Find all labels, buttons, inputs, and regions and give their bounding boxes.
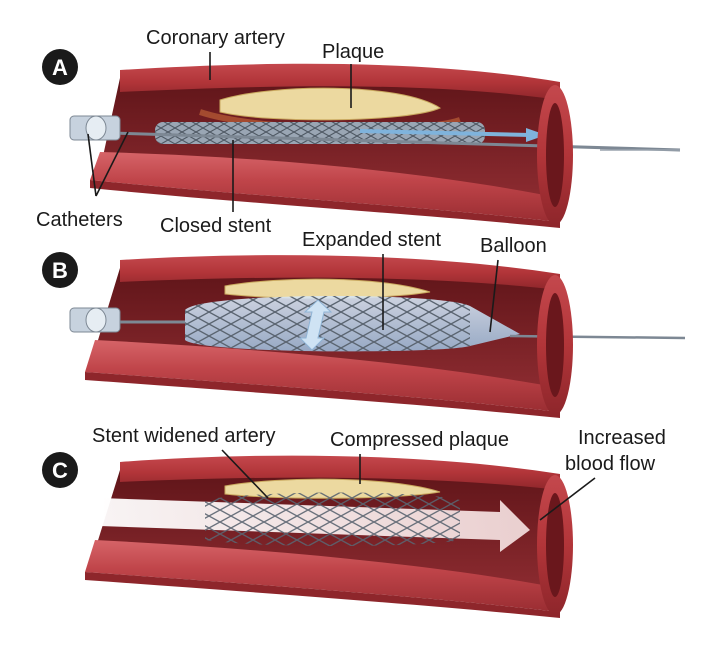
catheter-wire-a	[109, 131, 681, 152]
expanded-stent-b	[185, 295, 470, 352]
label-plaque: Plaque	[322, 41, 384, 63]
label-coronary-artery: Coronary artery	[146, 27, 285, 49]
badge-a	[42, 49, 78, 85]
artery-upper-wall-c	[120, 455, 560, 490]
badge-c	[42, 452, 78, 488]
artery-upper-wall-a	[120, 63, 560, 100]
artery-front-wall-c	[85, 540, 560, 612]
badge-a-letter: A	[52, 55, 68, 80]
stent-c	[205, 492, 460, 546]
label-compressed-plaque: Compressed plaque	[330, 429, 509, 451]
badge-b	[42, 252, 78, 288]
panel-b: B Expanded stent Balloon	[42, 229, 686, 418]
panel-a: A Coronary artery Plaque Catheters Close…	[36, 27, 681, 237]
panel-c: C Stent widened artery Compressed plaque…	[42, 425, 666, 618]
label-balloon: Balloon	[480, 235, 547, 257]
badge-b-letter: B	[52, 258, 68, 283]
label-blood-flow: blood flow	[565, 453, 656, 475]
label-expanded-stent: Expanded stent	[302, 229, 441, 251]
badge-c-letter: C	[52, 458, 68, 483]
artery-front-wall-a	[90, 152, 560, 222]
artery-upper-wall-b	[120, 255, 560, 290]
plaque-a	[219, 87, 442, 121]
label-increased: Increased	[578, 427, 666, 449]
label-closed-stent: Closed stent	[160, 215, 272, 237]
label-stent-widened-artery: Stent widened artery	[92, 425, 275, 447]
label-catheters: Catheters	[36, 209, 123, 231]
artery-front-wall-b	[85, 340, 560, 412]
